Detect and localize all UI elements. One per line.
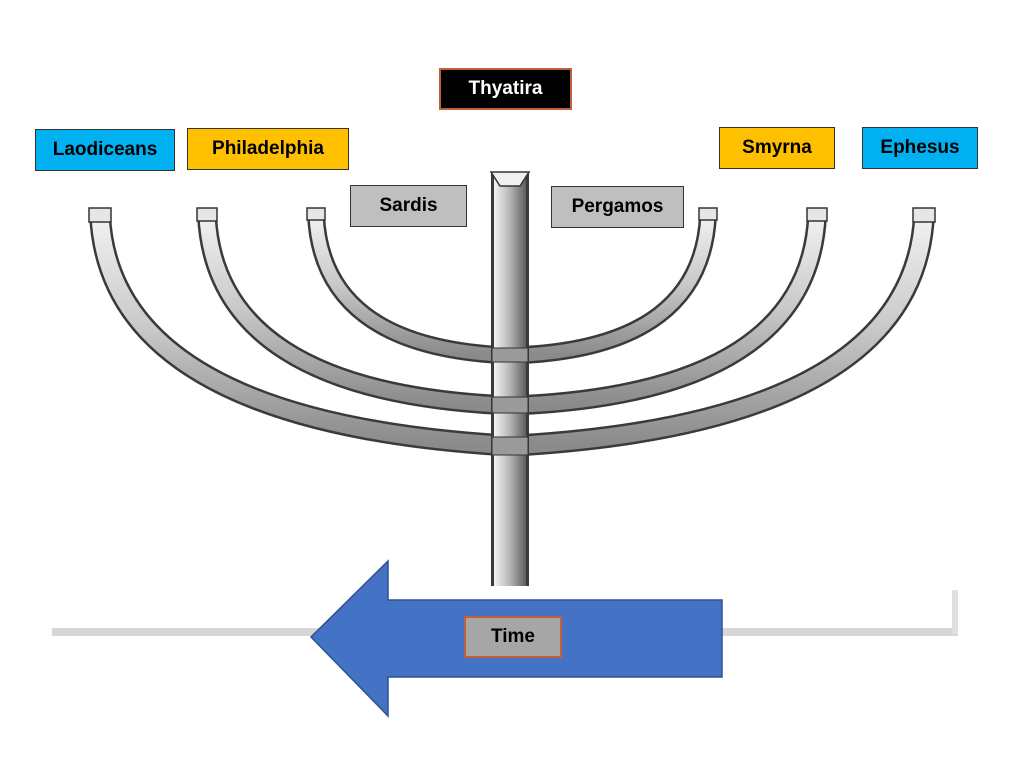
ground-edge: [952, 590, 958, 634]
label-philadelphia: Philadelphia: [187, 128, 349, 170]
label-laodiceans: Laodiceans: [35, 129, 175, 171]
label-ephesus: Ephesus: [862, 127, 978, 169]
central-stem: [489, 171, 531, 586]
label-smyrna: Smyrna: [719, 127, 835, 169]
outer-arm: [88, 207, 936, 456]
label-time-text: Time: [490, 626, 535, 647]
label-time: Time: [464, 616, 562, 658]
label-sardis: Sardis: [350, 185, 467, 227]
label-philadelphia-text: Philadelphia: [212, 138, 324, 159]
inner-arm: [306, 207, 718, 364]
label-thyatira: Thyatira: [439, 68, 572, 110]
label-pergamos-text: Pergamos: [571, 196, 664, 217]
label-pergamos: Pergamos: [551, 186, 684, 228]
label-ephesus-text: Ephesus: [880, 137, 960, 158]
label-sardis-text: Sardis: [379, 195, 438, 216]
middle-arm: [196, 207, 828, 415]
label-thyatira-text: Thyatira: [468, 78, 543, 99]
label-smyrna-text: Smyrna: [742, 137, 812, 158]
label-laodiceans-text: Laodiceans: [52, 139, 158, 160]
